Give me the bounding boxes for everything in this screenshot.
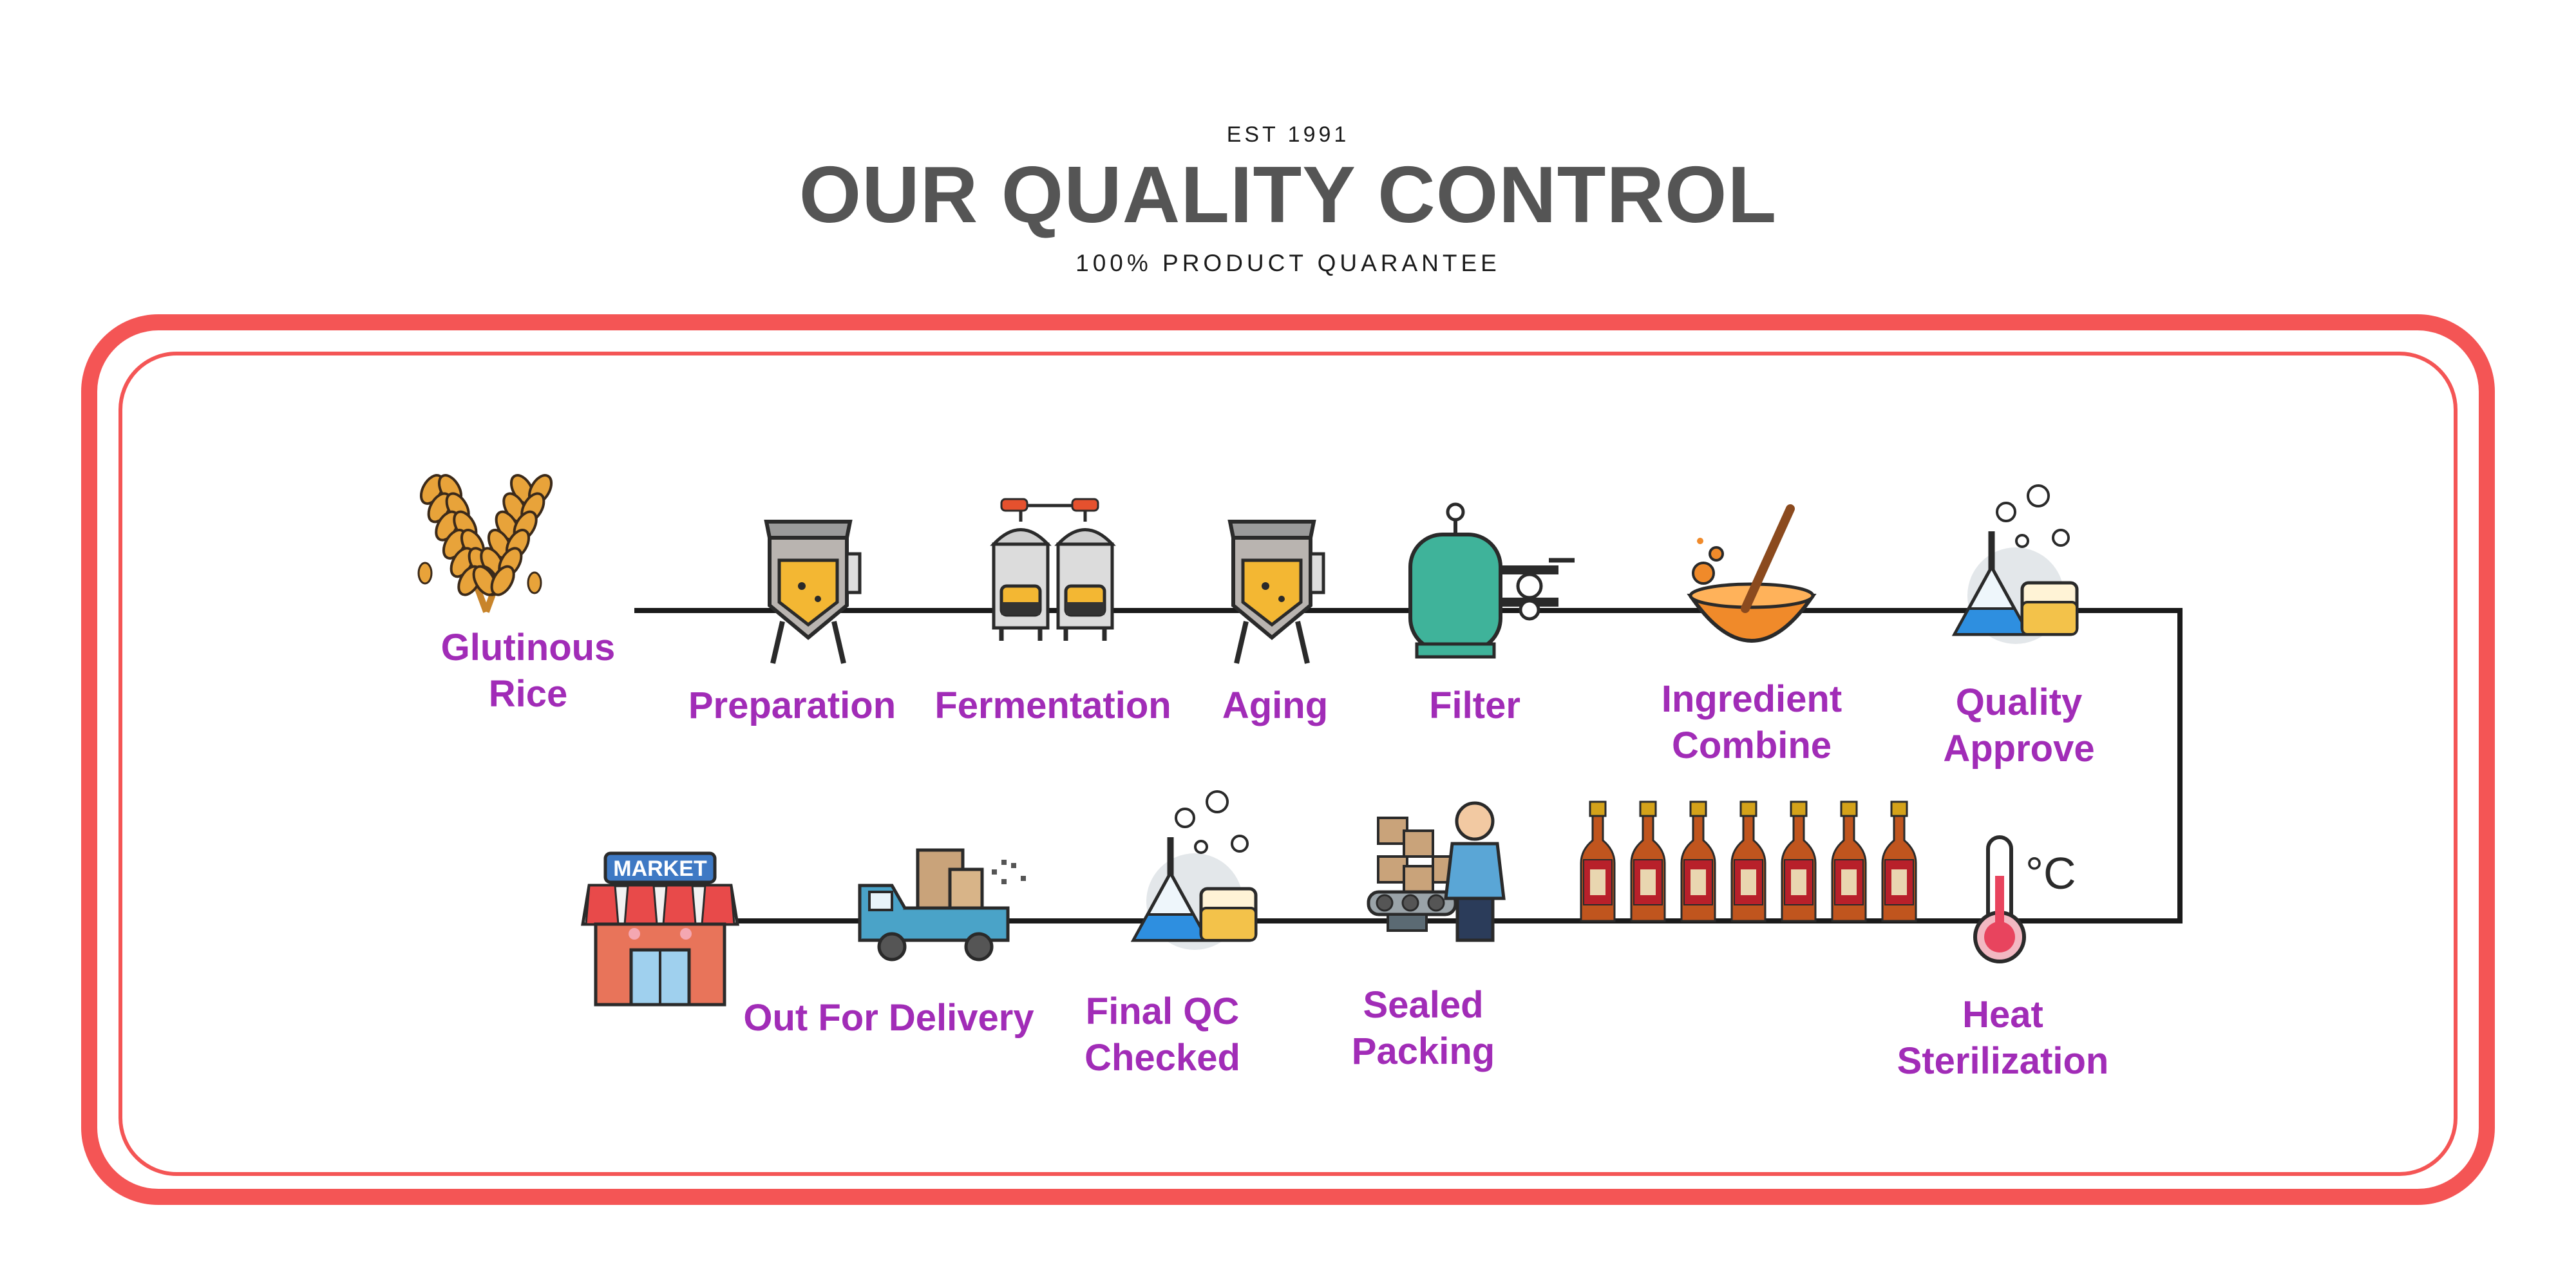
step-label-line: Rice: [488, 673, 568, 715]
step-label-line: Preparation: [688, 685, 896, 726]
step-label-aging: Aging: [1222, 683, 1328, 729]
step-label-line: Out For Delivery: [743, 997, 1034, 1039]
step-label-line: Sterilization: [1897, 1040, 2109, 1082]
outer-frame: [81, 314, 2495, 1205]
step-label-line: Ingredient: [1661, 678, 1842, 720]
step-label-line: Fermentation: [934, 685, 1171, 726]
step-label-line: Heat: [1962, 994, 2043, 1036]
step-label-line: Quality: [1955, 681, 2083, 723]
est-label: EST 1991: [1226, 122, 1350, 147]
step-label-prep: Preparation: [688, 683, 896, 729]
step-label-line: Filter: [1429, 685, 1520, 726]
step-label-ferm: Fermentation: [934, 683, 1171, 729]
tank-icon: [764, 520, 862, 664]
step-label-line: Aging: [1222, 685, 1329, 726]
step-label-line: Final QC: [1085, 990, 1240, 1032]
wine-bottles-icon: [1580, 800, 1917, 922]
fermenter-icon: [990, 498, 1116, 641]
page-subtitle: 100% PRODUCT QUARANTEE: [1075, 250, 1501, 276]
inner-frame: [118, 352, 2458, 1176]
market-sign-text: MARKET: [613, 857, 707, 881]
filter-icon: [1408, 502, 1575, 659]
step-label-finalqc: Final QC Checked: [1084, 989, 1240, 1081]
packing-worker-icon: [1367, 801, 1506, 942]
step-label-line: Packing: [1351, 1030, 1495, 1072]
tank-icon: [1227, 520, 1325, 664]
step-label-line: Sealed: [1363, 984, 1484, 1026]
lab-flask-icon: [1951, 484, 2079, 644]
step-label-line: Glutinous: [440, 627, 616, 668]
wheat-icon: [417, 474, 553, 613]
market-store-icon: MARKET: [581, 851, 739, 1007]
flow-line: [634, 608, 2183, 923]
thermometer-icon: °C: [1973, 835, 2076, 963]
thermo-unit-label: °C: [2025, 848, 2076, 898]
mixing-bowl-icon: [1687, 504, 1817, 643]
step-label-filter: Filter: [1429, 683, 1520, 729]
delivery-truck-icon: [858, 848, 1026, 961]
step-label-line: Combine: [1671, 724, 1832, 766]
lab-flask-icon: [1130, 790, 1258, 950]
step-label-line: Checked: [1084, 1037, 1240, 1079]
page-title: OUR QUALITY CONTROL: [799, 151, 1777, 240]
step-label-delivery: Out For Delivery: [743, 995, 1034, 1041]
step-label-line: Approve: [1943, 728, 2095, 770]
